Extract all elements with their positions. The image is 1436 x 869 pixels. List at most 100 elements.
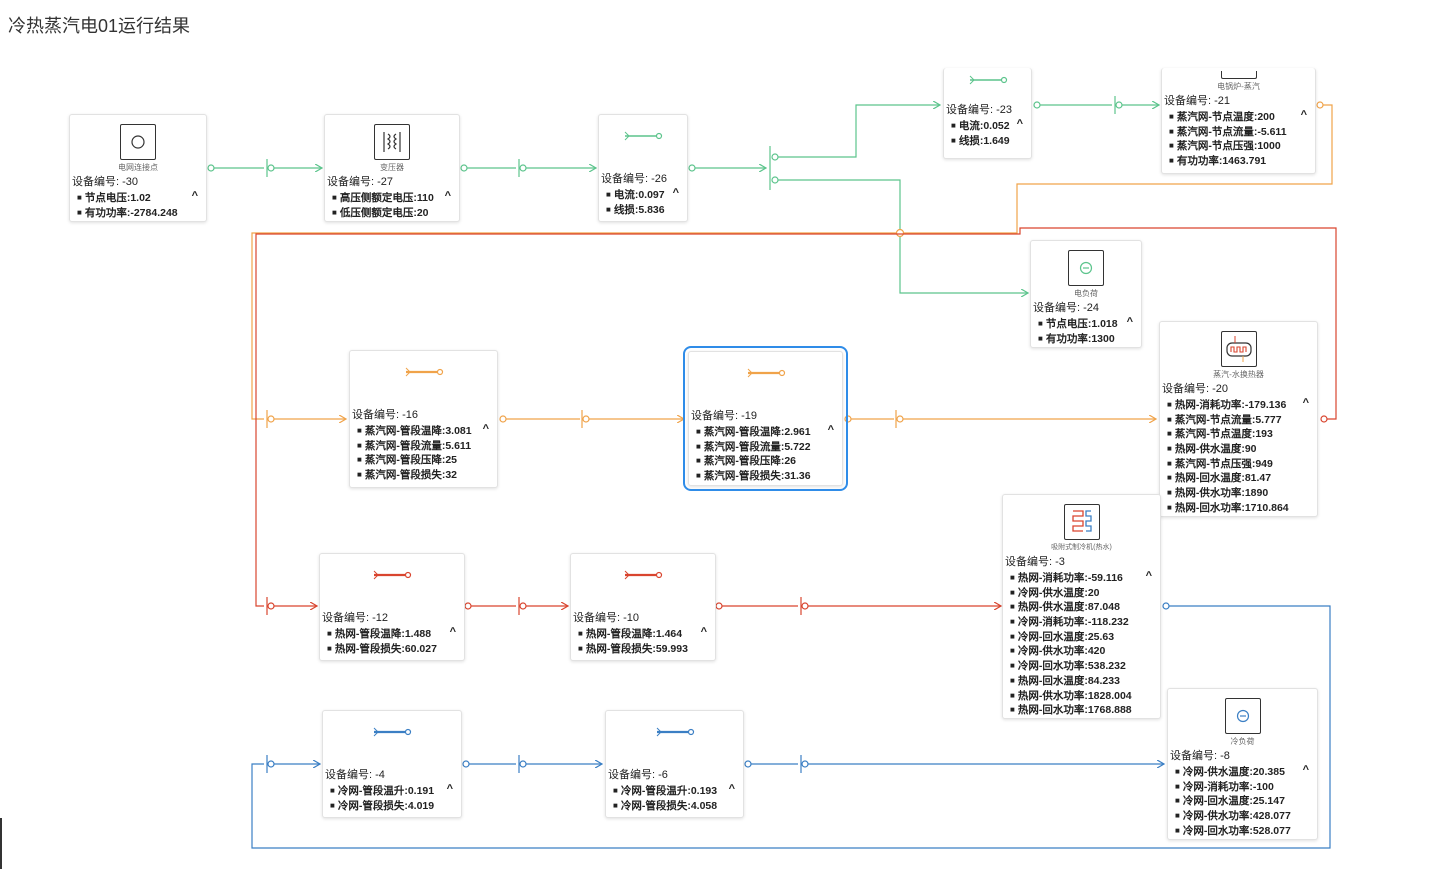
- device-card-heat-pipe-12[interactable]: 设备编号: -12 ^ 热网-管段温降:1.488 热网-管段损失:60.027: [319, 553, 465, 661]
- device-card-cold-pipe-6[interactable]: 设备编号: -6 ^ 冷网-管段温升:0.193 冷网-管段损失:4.058: [605, 710, 744, 818]
- device-id: 设备编号: -21: [1164, 95, 1231, 107]
- cold-pipe-icon: [656, 727, 694, 737]
- device-id: 设备编号: -10: [573, 612, 640, 624]
- device-id: 设备编号: -20: [1162, 383, 1229, 395]
- device-caption: [606, 756, 743, 766]
- device-card-adsorption-chiller[interactable]: 吸附式制冷机(热水) 设备编号: -3 ^ 热网-消耗功率:-59.116 冷网…: [1002, 494, 1161, 719]
- device-caption: [571, 599, 715, 609]
- device-property: 冷网-回水功率:528.077: [1175, 824, 1317, 839]
- device-card-electric-line-26[interactable]: 设备编号: -26 ^ 电流:0.097 线损:5.836: [598, 114, 688, 222]
- transformer-icon: [374, 124, 410, 160]
- device-property: 高压侧额定电压:110: [332, 191, 459, 206]
- device-property: 蒸汽网-管段流量:5.722: [696, 440, 842, 455]
- electric-line-icon: [969, 75, 1007, 85]
- device-caption: 吸附式制冷机(热水): [1051, 544, 1112, 551]
- device-property: 热网-管段损失:60.027: [327, 642, 464, 657]
- device-caption: [944, 95, 1031, 101]
- device-card-electric-load[interactable]: 电负荷 设备编号: -24 ^ 节点电压:1.018 有功功率:1300: [1030, 240, 1142, 348]
- device-property: 蒸汽网-管段温降:3.081: [357, 424, 497, 439]
- device-property: 冷网-回水功率:538.232: [1010, 659, 1160, 674]
- collapse-caret[interactable]: ^: [700, 626, 707, 638]
- device-caption: 变压器: [380, 163, 404, 172]
- electric-line-icon: [624, 131, 663, 141]
- device-property: 冷网-管段温升:0.193: [613, 784, 743, 799]
- device-property: 冷网-供水温度:20: [1010, 586, 1160, 601]
- device-property: 热网-回水功率:1710.864: [1167, 501, 1317, 516]
- device-property: 蒸汽网-管段压降:26: [696, 454, 842, 469]
- device-property: 热网-供水温度:87.048: [1010, 600, 1160, 615]
- collapse-caret[interactable]: ^: [449, 626, 456, 638]
- collapse-caret[interactable]: ^: [446, 783, 453, 795]
- device-caption: 冷负荷: [1230, 737, 1255, 746]
- collapse-caret[interactable]: ^: [1302, 764, 1309, 776]
- device-property: 冷网-消耗功率:-100: [1175, 780, 1317, 795]
- device-id: 设备编号: -26: [601, 173, 668, 185]
- device-caption: 蒸汽-水换热器: [1213, 370, 1264, 379]
- device-property: 热网-管段损失:59.993: [578, 642, 715, 657]
- device-card-steam-pipe-16[interactable]: 设备编号: -16 ^ 蒸汽网-管段温降:3.081 蒸汽网-管段流量:5.61…: [349, 350, 498, 488]
- collapse-caret[interactable]: ^: [728, 783, 735, 795]
- electric-load-icon: [1068, 250, 1104, 286]
- device-property: 蒸汽网-节点压强:949: [1167, 457, 1317, 472]
- device-property: 冷网-管段温升:0.191: [330, 784, 461, 799]
- device-id: 设备编号: -19: [691, 410, 758, 422]
- cold-load-icon: [1224, 698, 1261, 734]
- device-card-grid-connection[interactable]: 电网连接点 设备编号: -30 ^ 节点电压:1.02 有功功率:-2784.2…: [69, 114, 207, 222]
- collapse-caret[interactable]: ^: [1126, 316, 1133, 328]
- device-id: 设备编号: -30: [72, 176, 139, 188]
- device-id: 设备编号: -12: [322, 612, 389, 624]
- collapse-caret[interactable]: ^: [1145, 570, 1152, 582]
- device-id: 设备编号: -3: [1005, 556, 1065, 568]
- device-property: 冷网-供水功率:428.077: [1175, 809, 1317, 824]
- collapse-caret[interactable]: ^: [482, 423, 489, 435]
- steam-water-heat-exchanger-icon: [1220, 331, 1257, 367]
- device-card-heat-exchanger[interactable]: 蒸汽-水换热器 设备编号: -20 ^ 热网-消耗功率:-179.136 蒸汽网…: [1159, 321, 1318, 517]
- device-card-electric-boiler[interactable]: 电锅炉-蒸汽 设备编号: -21 ^ 蒸汽网-节点温度:200 蒸汽网-节点流量…: [1161, 68, 1316, 174]
- device-caption: [350, 396, 497, 406]
- left-edge-marker: [0, 818, 2, 869]
- grid-connection-icon: [120, 124, 156, 160]
- collapse-caret[interactable]: ^: [1302, 397, 1309, 409]
- device-caption: 电负荷: [1074, 289, 1098, 298]
- device-id: 设备编号: -24: [1033, 302, 1100, 314]
- collapse-caret[interactable]: ^: [672, 187, 679, 199]
- device-card-transformer[interactable]: 变压器 设备编号: -27 ^ 高压侧额定电压:110 低压侧额定电压:20: [324, 114, 460, 222]
- device-property: 热网-管段温降:1.488: [327, 627, 464, 642]
- device-property: 冷网-管段损失:4.019: [330, 799, 461, 814]
- device-property: 热网-消耗功率:-59.116: [1010, 571, 1160, 586]
- device-caption: 电锅炉-蒸汽: [1217, 82, 1260, 91]
- device-property: 冷网-回水温度:25.63: [1010, 630, 1160, 645]
- device-property: 线损:5.836: [606, 203, 687, 218]
- heat-pipe-icon: [373, 570, 412, 580]
- device-property: 蒸汽网-管段压降:25: [357, 453, 497, 468]
- device-property: 蒸汽网-管段损失:32: [357, 468, 497, 483]
- device-property: 冷网-管段损失:4.058: [613, 799, 743, 814]
- device-card-steam-pipe-19[interactable]: 设备编号: -19 ^ 蒸汽网-管段温降:2.961 蒸汽网-管段流量:5.72…: [683, 346, 848, 491]
- device-caption: 电网连接点: [118, 163, 158, 172]
- device-property: 节点电压:1.02: [77, 191, 206, 206]
- device-id: 设备编号: -23: [946, 104, 1013, 116]
- device-property: 有功功率:1300: [1038, 332, 1141, 347]
- steam-pipe-icon: [405, 367, 443, 377]
- steam-pipe-icon: [747, 368, 785, 378]
- device-caption: [599, 160, 687, 170]
- device-id: 设备编号: -16: [352, 409, 419, 421]
- device-card-cold-pipe-4[interactable]: 设备编号: -4 ^ 冷网-管段温升:0.191 冷网-管段损失:4.019: [322, 710, 462, 818]
- device-property: 冷网-消耗功率:-118.232: [1010, 615, 1160, 630]
- collapse-caret[interactable]: ^: [827, 424, 834, 436]
- device-property: 蒸汽网-管段温降:2.961: [696, 425, 842, 440]
- device-card-heat-pipe-10[interactable]: 设备编号: -10 ^ 热网-管段温降:1.464 热网-管段损失:59.993: [570, 553, 716, 661]
- device-card-electric-line-23[interactable]: 设备编号: -23 ^ 电流:0.052 线损:1.649: [943, 68, 1032, 159]
- collapse-caret[interactable]: ^: [1300, 109, 1307, 121]
- collapse-caret[interactable]: ^: [444, 190, 451, 202]
- device-property: 冷网-回水温度:25.147: [1175, 794, 1317, 809]
- device-id: 设备编号: -4: [325, 769, 385, 781]
- heat-pipe-icon: [624, 570, 663, 580]
- collapse-caret[interactable]: ^: [1016, 118, 1023, 130]
- device-card-cold-load[interactable]: 冷负荷 设备编号: -8 ^ 冷网-供水温度:20.385 冷网-消耗功率:-1…: [1167, 688, 1318, 840]
- adsorption-chiller-icon: [1063, 504, 1100, 540]
- device-property: 节点电压:1.018: [1038, 317, 1141, 332]
- cold-pipe-icon: [373, 727, 412, 737]
- device-property: 蒸汽网-节点流量:-5.611: [1169, 125, 1315, 140]
- collapse-caret[interactable]: ^: [191, 190, 198, 202]
